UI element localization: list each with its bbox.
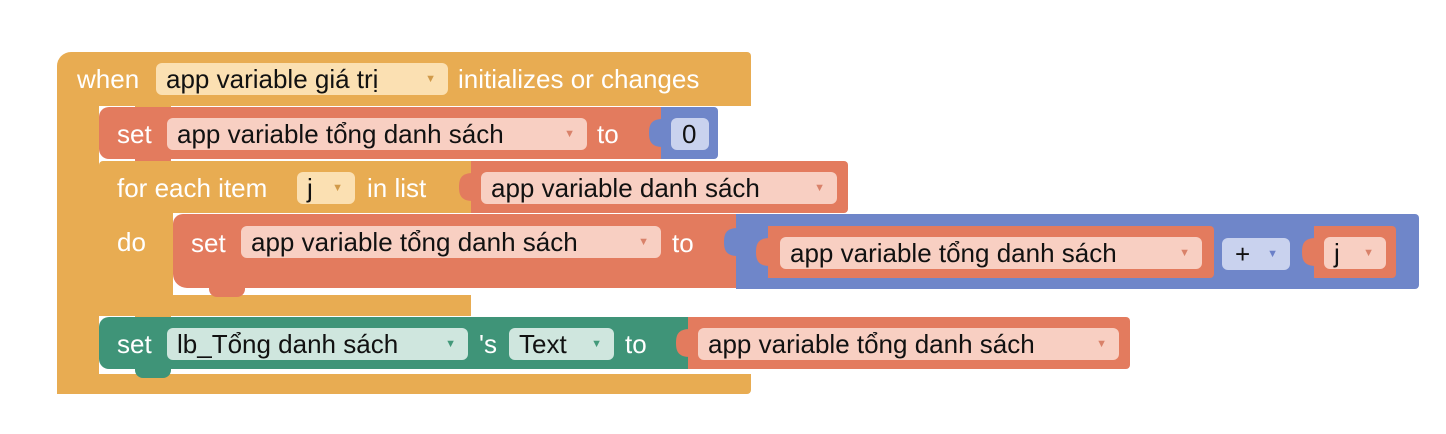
number-block-connector [649,119,663,147]
dropdown-arrow-icon: ▼ [425,73,436,85]
math-left-connector [756,238,770,266]
math-add-block[interactable]: app variable tổng danh sách ▼ + ▼ j ▼ [724,214,1419,289]
set-total-variable-dropdown[interactable]: app variable tổng danh sách ▼ [167,118,587,150]
dropdown-arrow-icon: ▼ [1363,247,1374,259]
list-variable-dropdown[interactable]: app variable danh sách ▼ [481,172,837,204]
math-right-variable-dropdown-label: j [1334,238,1340,268]
for-each-block[interactable]: for each item j ▼ in list do [99,161,471,325]
component-dropdown[interactable]: lb_Tổng danh sách ▼ [167,328,468,360]
for-each-item-dropdown[interactable]: j ▼ [297,172,355,204]
for-each-footer [99,295,471,316]
number-zero-field[interactable]: 0 [671,118,709,150]
label-value-variable-dropdown-label: app variable tổng danh sách [708,329,1035,359]
for-each-item-dropdown-label: j [307,173,313,203]
list-variable-dropdown-label: app variable danh sách [491,173,760,203]
math-add-connector [724,228,738,256]
math-operator-dropdown-label: + [1235,239,1251,269]
inner-set-variable-dropdown-label: app variable tổng danh sách [251,227,578,257]
dropdown-arrow-icon: ▼ [1096,338,1107,350]
math-left-variable-block[interactable]: app variable tổng danh sách ▼ [756,226,1214,278]
inner-set-block[interactable]: set app variable tổng danh sách ▼ to [173,214,736,297]
inner-set-label: set [191,228,226,258]
event-block-when-initializes[interactable]: when app variable giá trị ▼ initializes … [57,52,751,394]
dropdown-arrow-icon: ▼ [564,128,575,140]
math-right-connector [1302,238,1316,266]
set-label-text-to-label: to [625,329,647,359]
for-each-item-label: for each item [117,173,268,203]
number-zero-value: 0 [682,119,697,149]
dropdown-arrow-icon: ▼ [1267,248,1278,260]
set-label: set [117,119,152,149]
component-dropdown-label: lb_Tổng danh sách [177,329,399,359]
dropdown-arrow-icon: ▼ [445,338,456,350]
set-label-text-set-label: set [117,329,152,359]
math-left-variable-dropdown[interactable]: app variable tổng danh sách ▼ [780,237,1202,269]
number-block-zero[interactable]: 0 [649,107,718,159]
do-label: do [117,227,146,257]
when-label: when [77,64,140,94]
label-value-variable-block[interactable]: app variable tổng danh sách ▼ [676,317,1130,369]
label-value-variable-dropdown[interactable]: app variable tổng danh sách ▼ [698,328,1119,360]
set-total-block[interactable]: set app variable tổng danh sách ▼ to [99,107,661,168]
possessive-label: 's [479,329,497,359]
inner-set-block-notch [209,288,245,297]
math-right-variable-block[interactable]: j ▼ [1302,226,1396,278]
list-variable-block[interactable]: app variable danh sách ▼ [459,161,848,213]
inner-set-variable-dropdown[interactable]: app variable tổng danh sách ▼ [241,226,661,258]
in-list-label: in list [367,173,427,203]
inner-to-label: to [672,228,694,258]
set-total-variable-dropdown-label: app variable tổng danh sách [177,119,504,149]
math-right-variable-dropdown[interactable]: j ▼ [1324,237,1386,269]
math-operator-dropdown[interactable]: + ▼ [1222,238,1290,270]
list-variable-connector [459,173,473,201]
dropdown-arrow-icon: ▼ [814,182,825,194]
initializes-or-changes-label: initializes or changes [458,64,700,94]
dropdown-arrow-icon: ▼ [591,338,602,350]
property-dropdown-label: Text [519,329,567,359]
event-block-spine [57,106,99,394]
dropdown-arrow-icon: ▼ [638,236,649,248]
event-variable-dropdown[interactable]: app variable giá trị ▼ [156,63,448,95]
set-label-text-block-notch [135,369,171,378]
math-left-variable-dropdown-label: app variable tổng danh sách [790,238,1117,268]
property-dropdown[interactable]: Text ▼ [509,328,614,360]
set-label-text-block[interactable]: set lb_Tổng danh sách ▼ 's Text ▼ to [99,317,688,378]
dropdown-arrow-icon: ▼ [332,182,343,194]
event-block-footer [57,374,751,394]
label-value-connector [676,329,690,357]
dropdown-arrow-icon: ▼ [1179,247,1190,259]
for-each-header [99,161,471,213]
to-label: to [597,119,619,149]
event-variable-dropdown-label: app variable giá trị [166,64,379,94]
